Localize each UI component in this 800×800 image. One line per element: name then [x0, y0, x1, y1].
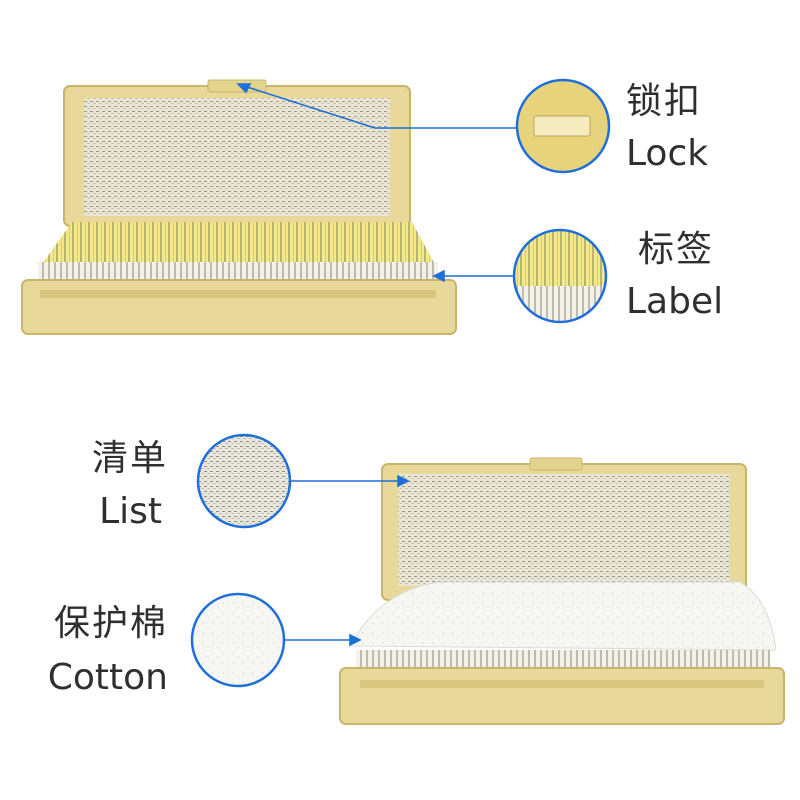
- cotton-label-en: Cotton: [47, 657, 168, 698]
- callout-list-circle: [196, 433, 292, 529]
- cotton-label-zh: 保护棉: [53, 603, 168, 644]
- label-label-zh: 标签: [638, 229, 715, 270]
- callout-label-circle: [512, 228, 608, 324]
- bottom-slide-box: [339, 457, 785, 725]
- callout-lock-circle: [515, 78, 611, 174]
- top-slide-box: [21, 79, 457, 335]
- pointer-lines: [236, 83, 517, 647]
- lock-tab-bottom: [529, 457, 583, 471]
- callout-cotton-circle: [190, 592, 286, 688]
- list-label-en: List: [99, 491, 162, 532]
- list-label-zh: 清单: [91, 438, 168, 479]
- lock-label-en: Lock: [626, 133, 709, 174]
- label-label-en: Label: [626, 281, 724, 322]
- lock-label-zh: 锁扣: [626, 81, 703, 122]
